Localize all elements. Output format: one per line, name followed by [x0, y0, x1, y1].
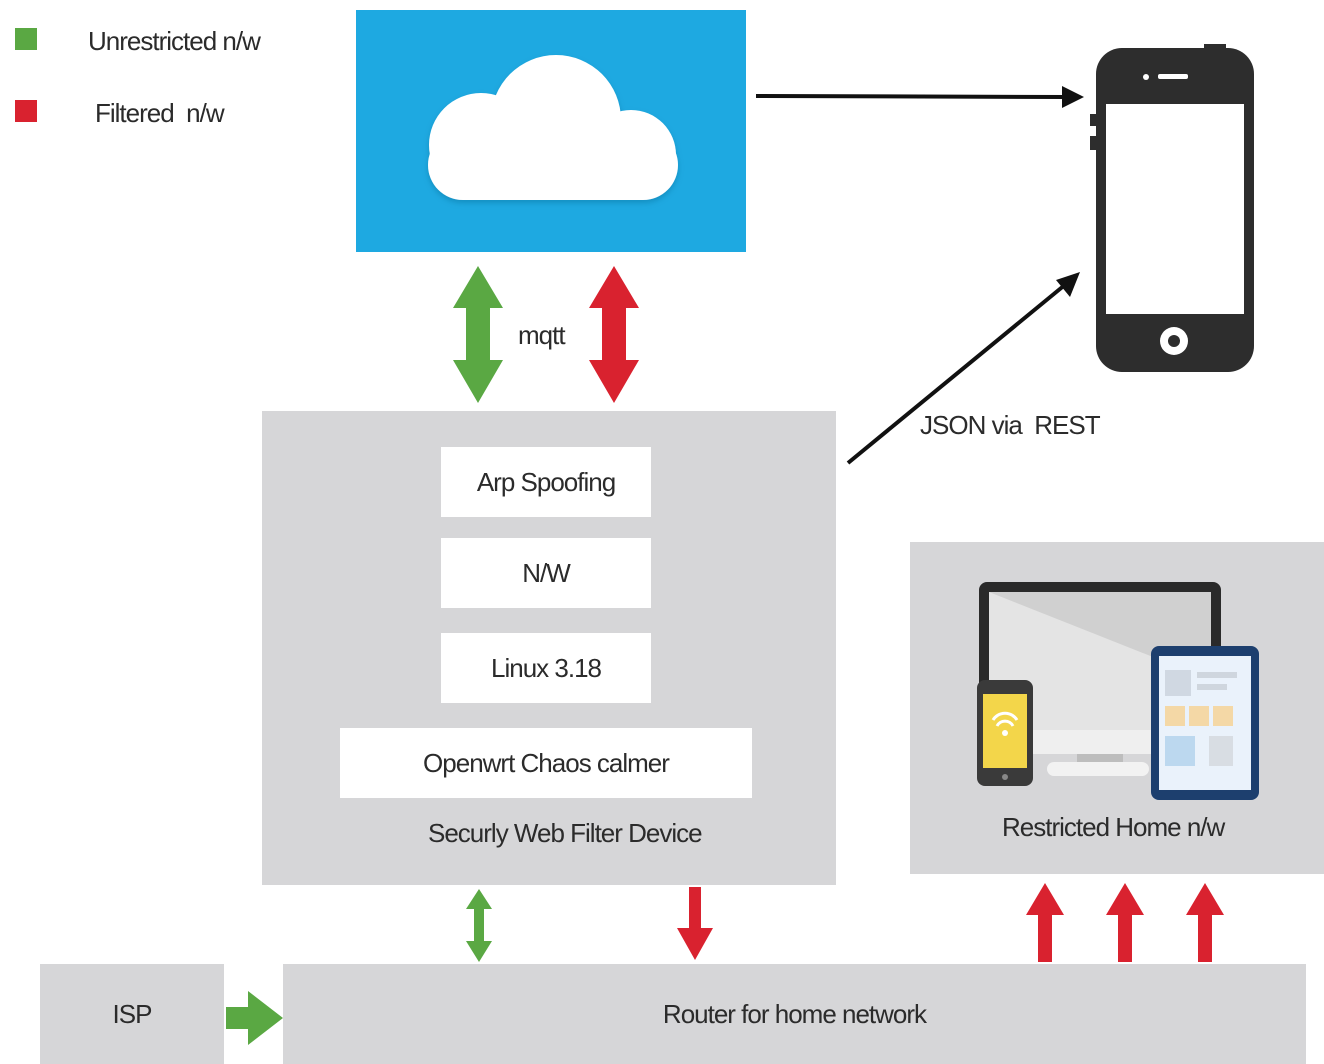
device-router-filtered-arrow [677, 887, 713, 960]
router-label: Router for home network [662, 998, 927, 1029]
layer-arp-spoofing: Arp Spoofing [441, 447, 651, 517]
router-home-filtered-arrows [1026, 883, 1224, 962]
layer-nw: N/W [441, 538, 651, 608]
json-rest-arrow [846, 272, 1080, 465]
layer-linux: Linux 3.18 [441, 633, 651, 703]
legend-swatch-unrestricted [15, 28, 37, 50]
isp-label: ISP [112, 998, 153, 1029]
legend-label-filtered: Filtered n/w [95, 98, 225, 128]
json-rest-label: JSON via REST [920, 410, 1101, 440]
cloud-service-box [356, 10, 746, 252]
mqtt-filtered-arrow [589, 266, 639, 403]
cloud-to-phone-arrow [755, 86, 1084, 108]
devices-icon [977, 582, 1259, 800]
cloud-icon [428, 55, 678, 200]
mqtt-unrestricted-arrow [453, 266, 503, 403]
restricted-home-title: Restricted Home n/w [1002, 812, 1225, 842]
device-title: Securly Web Filter Device [428, 818, 703, 848]
mqtt-label: mqtt [518, 320, 566, 350]
smartphone-icon [1090, 44, 1254, 372]
legend-label-unrestricted: Unrestricted n/w [88, 26, 261, 56]
device-router-unrestricted-arrow [466, 889, 492, 962]
layer-openwrt: Openwrt Chaos calmer [340, 728, 752, 798]
isp-router-arrow [226, 991, 283, 1045]
isp-box: ISP [40, 964, 224, 1064]
legend-swatch-filtered [15, 100, 37, 122]
router-box: Router for home network [283, 964, 1306, 1064]
